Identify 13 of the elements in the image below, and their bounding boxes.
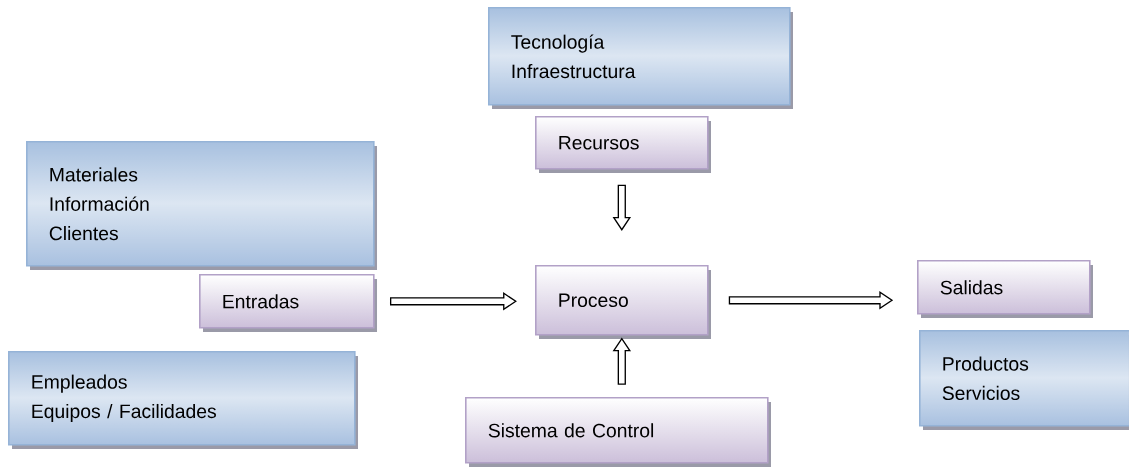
label-box: Salidas	[917, 260, 1093, 318]
block-arrow	[612, 184, 632, 231]
label-box: Recursos	[535, 116, 711, 173]
input-box: Materiales Información Clientes	[26, 141, 377, 270]
block-arrow	[612, 337, 632, 385]
input-box: Productos Servicios	[919, 330, 1129, 430]
label-box: Entradas	[199, 274, 377, 332]
block-arrow	[390, 292, 517, 311]
input-box: Tecnología Infraestructura	[488, 7, 793, 109]
label-box: Sistema de Control	[465, 397, 771, 467]
block-arrow	[728, 291, 894, 310]
input-box: Empleados Equipos / Facilidades	[8, 351, 358, 449]
label-box: Proceso	[535, 265, 711, 339]
